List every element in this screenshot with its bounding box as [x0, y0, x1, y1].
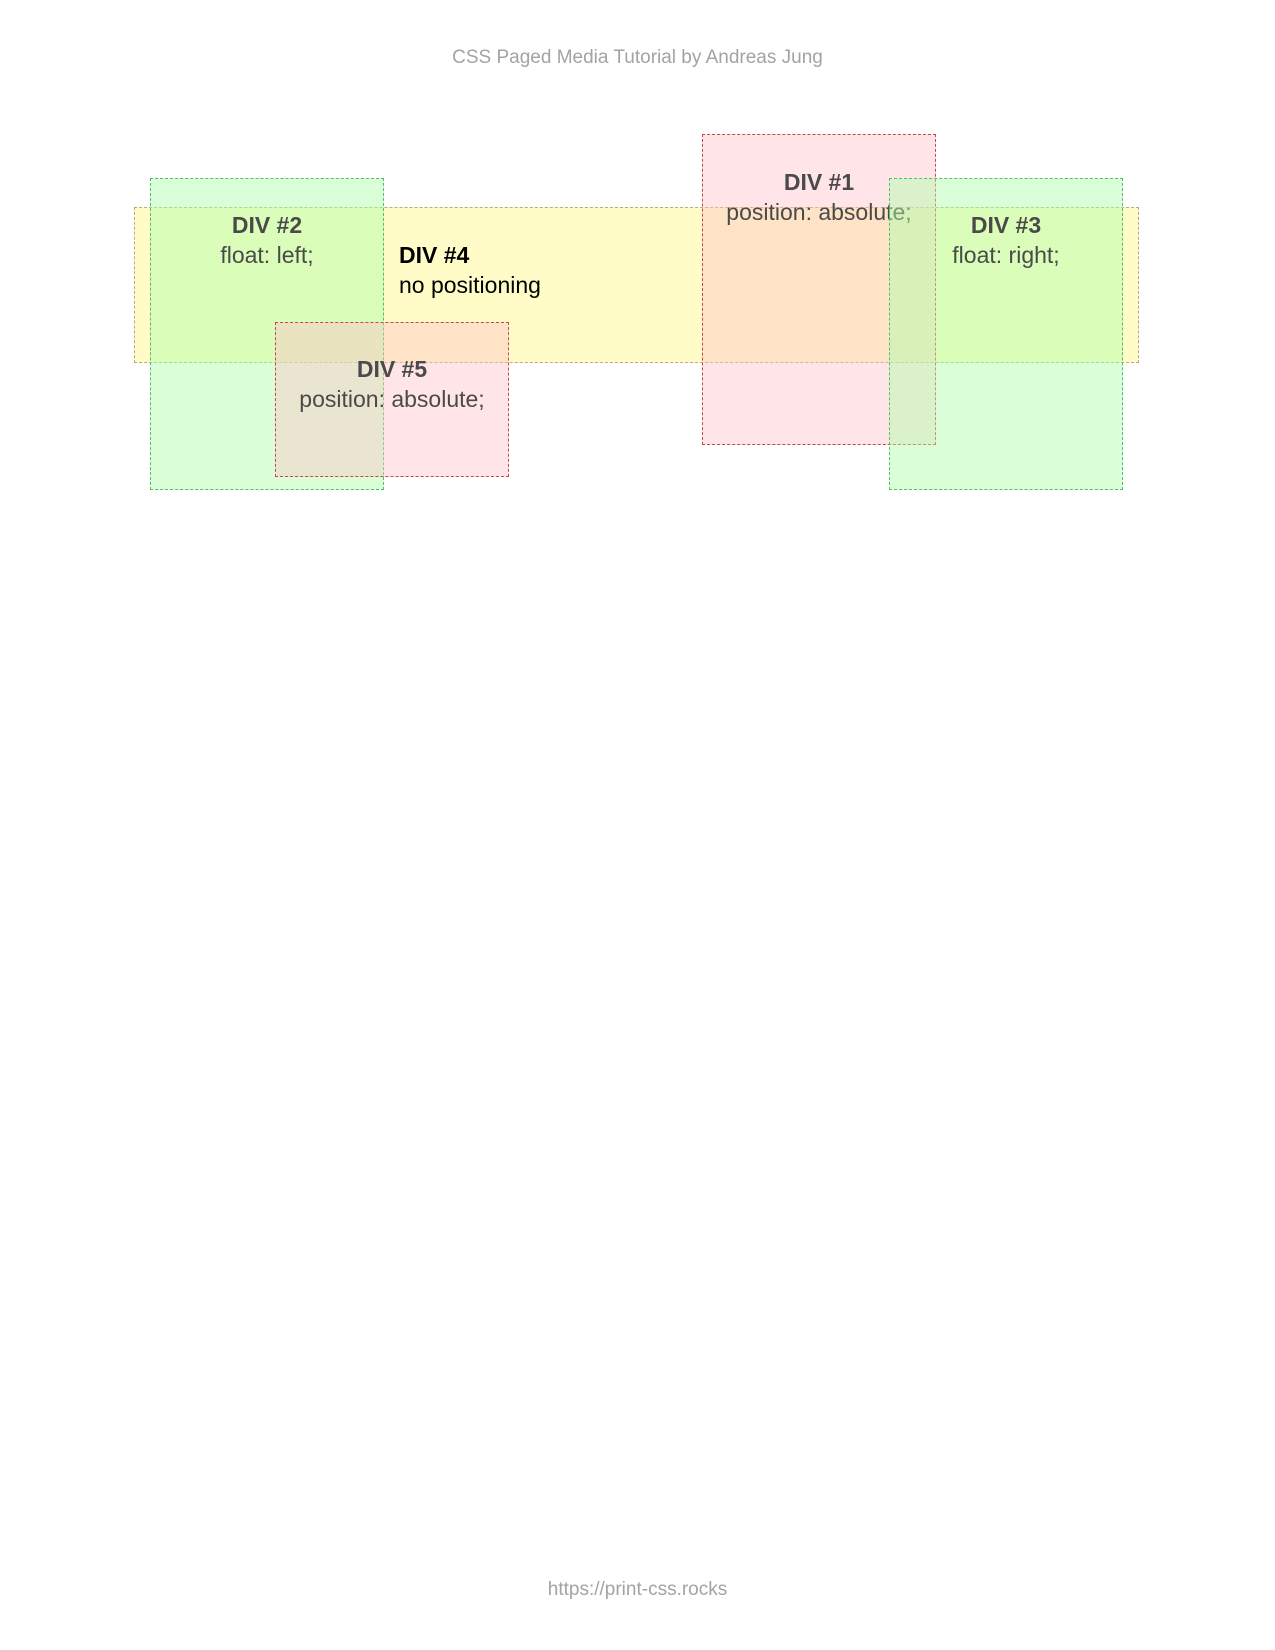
page-header: CSS Paged Media Tutorial by Andreas Jung: [452, 47, 823, 68]
div3-box: DIV #3 float: right;: [889, 178, 1123, 490]
div1-box: DIV #1 position: absolute;: [702, 134, 936, 445]
div4-title: DIV #4: [399, 242, 470, 268]
div5-box: DIV #5 position: absolute;: [275, 322, 509, 477]
div4-caption: no positioning: [399, 272, 541, 298]
div5-caption: position: absolute;: [299, 386, 485, 412]
div2-title: DIV #2: [231, 212, 303, 238]
div2-caption: float: left;: [220, 242, 314, 268]
div1-caption: position: absolute;: [726, 199, 912, 225]
div5-title: DIV #5: [356, 356, 428, 382]
div1-title: DIV #1: [783, 169, 855, 195]
div4-content: DIV #4 no positioning: [399, 240, 541, 300]
page-footer-url: https://print-css.rocks: [547, 1579, 728, 1600]
div3-title: DIV #3: [970, 212, 1042, 238]
div2-box: DIV #2 float: left;: [150, 178, 384, 490]
div4-box: DIV #4 no positioning: [134, 207, 1139, 363]
div3-caption: float: right;: [952, 242, 1060, 268]
